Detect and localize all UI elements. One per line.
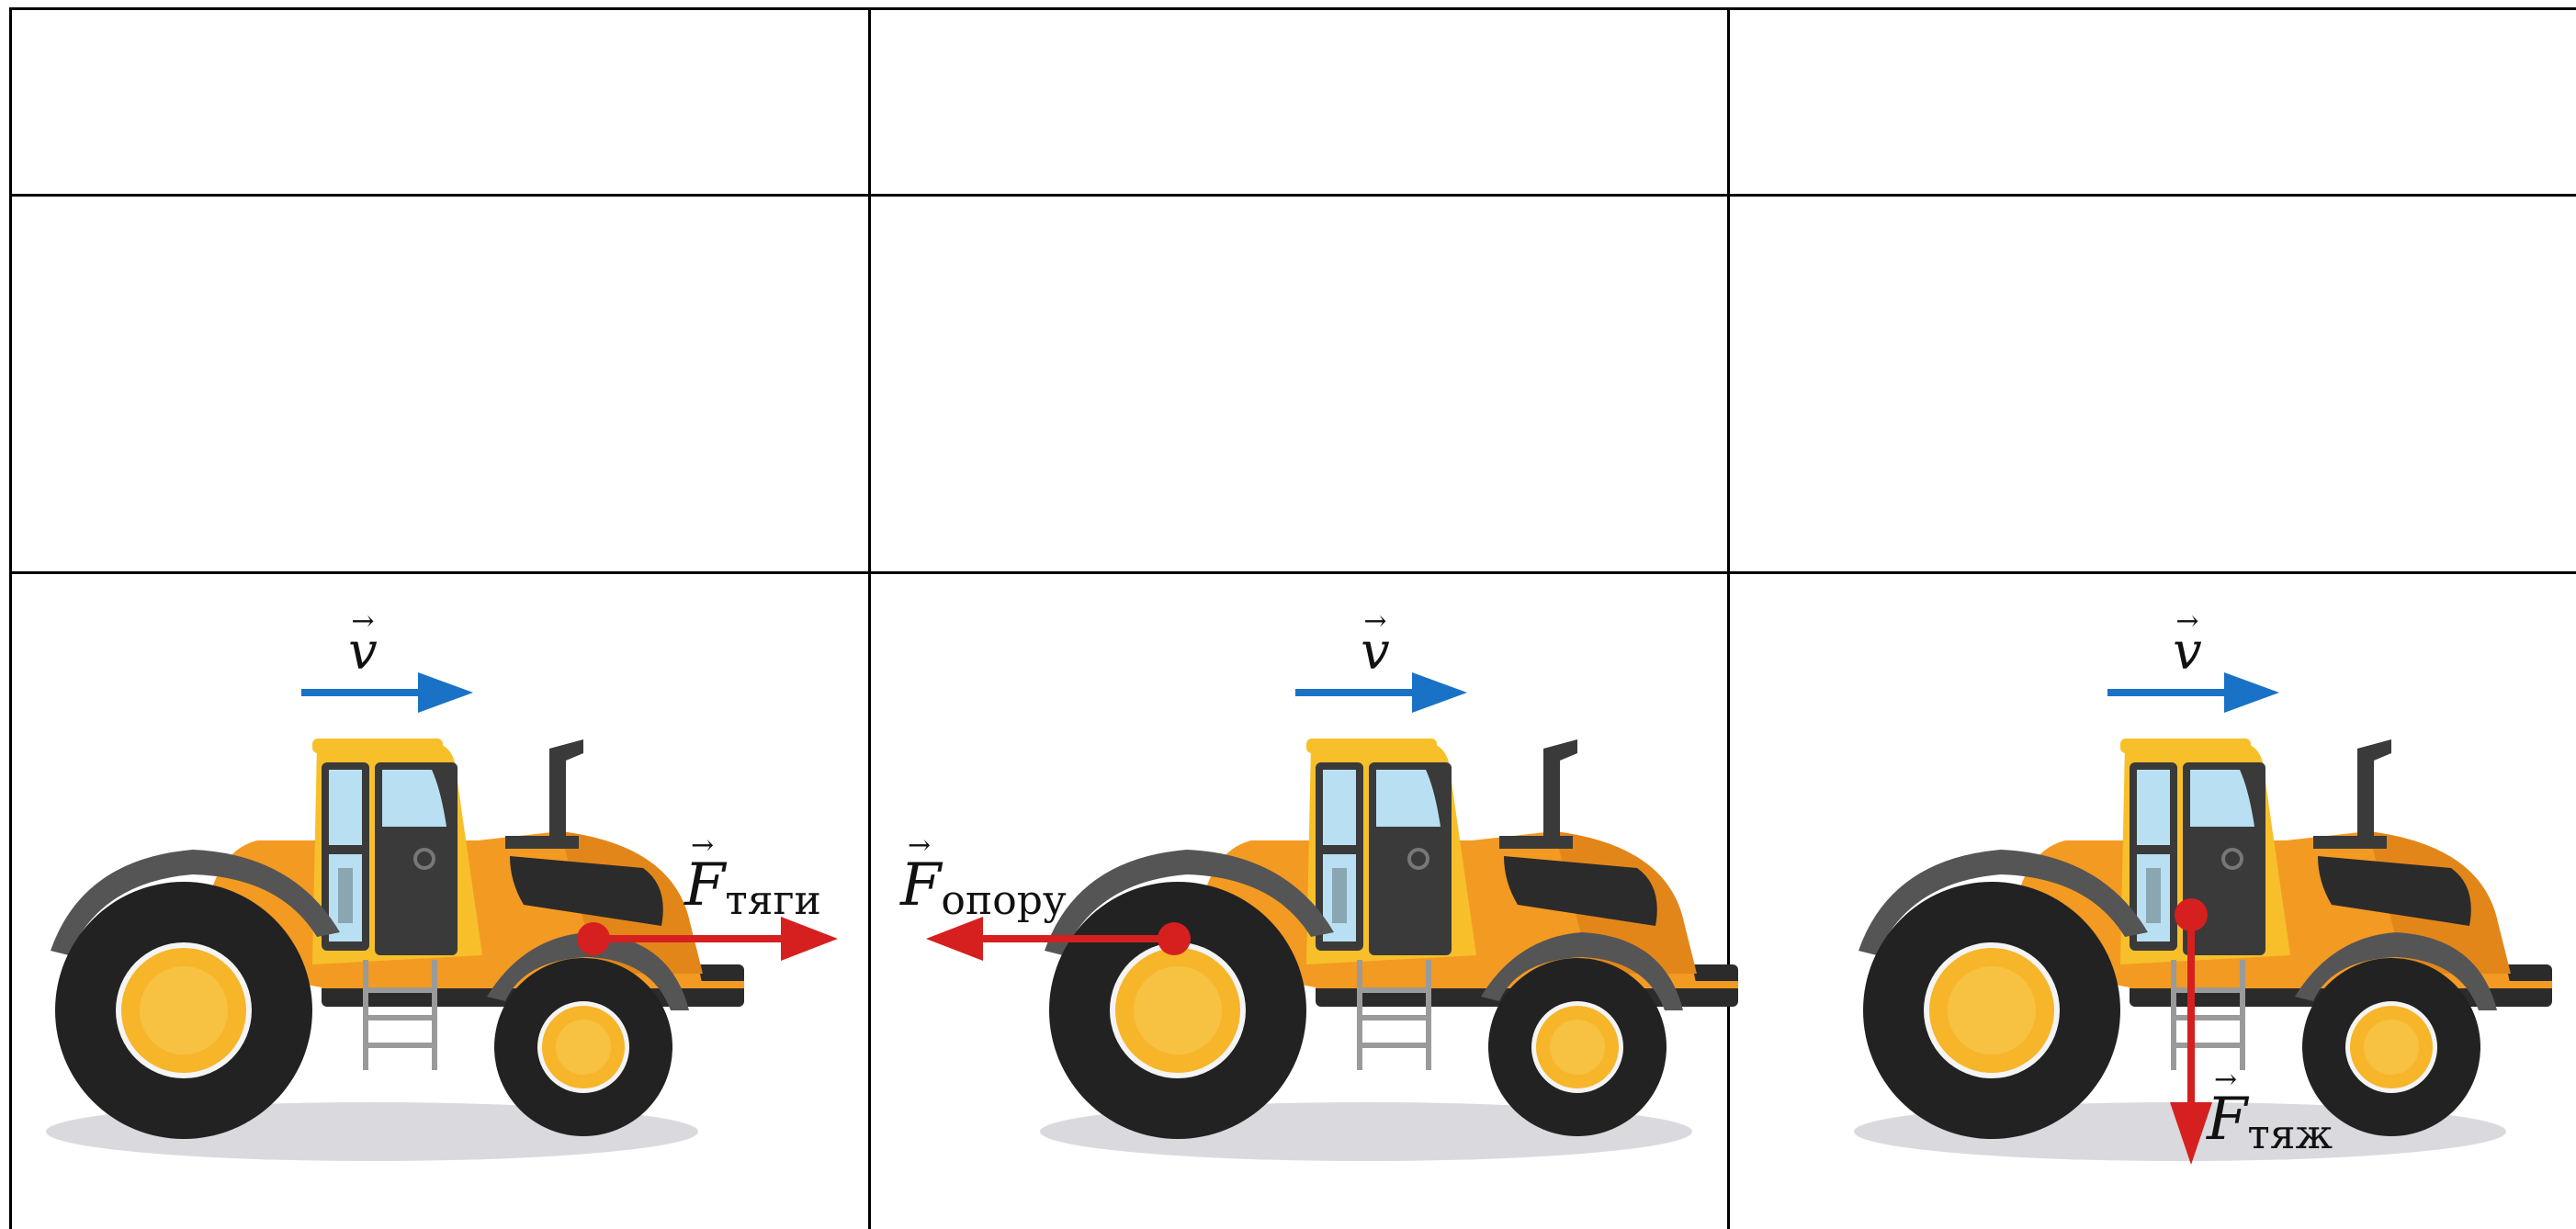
- tractor-icon: [1038, 737, 1740, 1163]
- table-border-top: [9, 7, 2576, 10]
- panel-support: v → Fопору →: [899, 605, 1740, 1163]
- support-force-arrow: [926, 917, 1191, 961]
- panel-traction: v → Fтяги →: [44, 605, 838, 1163]
- support-force-label: Fопору: [899, 851, 1067, 924]
- column-divider-2: [1727, 7, 1730, 1229]
- force-vector-mark: →: [908, 829, 931, 862]
- row-divider-1: [9, 194, 2576, 197]
- velocity-arrow: [2107, 672, 2279, 713]
- force-vector-mark: →: [691, 829, 714, 862]
- gravity-force-arrow: [2170, 898, 2212, 1165]
- velocity-label: v: [2173, 622, 2202, 682]
- gravity-force-label: Fтяж: [2206, 1086, 2333, 1158]
- velocity-vector-mark: →: [1363, 605, 1386, 637]
- panel-gravity: v → Fтяж →: [1852, 605, 2554, 1165]
- table-border-left: [9, 7, 12, 1229]
- tractor-icon: [44, 737, 746, 1163]
- row-divider-2: [9, 571, 2576, 574]
- velocity-vector-mark: →: [351, 605, 374, 637]
- traction-force-label: Fтяги: [684, 851, 821, 924]
- column-divider-1: [868, 7, 871, 1229]
- traction-force-arrow: [577, 917, 838, 961]
- velocity-arrow: [301, 672, 473, 713]
- force-vector-mark: →: [2214, 1064, 2237, 1096]
- velocity-arrow: [1295, 672, 1467, 713]
- velocity-label: v: [1361, 622, 1390, 682]
- tractor-icon: [1852, 737, 2554, 1163]
- velocity-vector-mark: →: [2175, 605, 2198, 637]
- velocity-label: v: [348, 622, 378, 682]
